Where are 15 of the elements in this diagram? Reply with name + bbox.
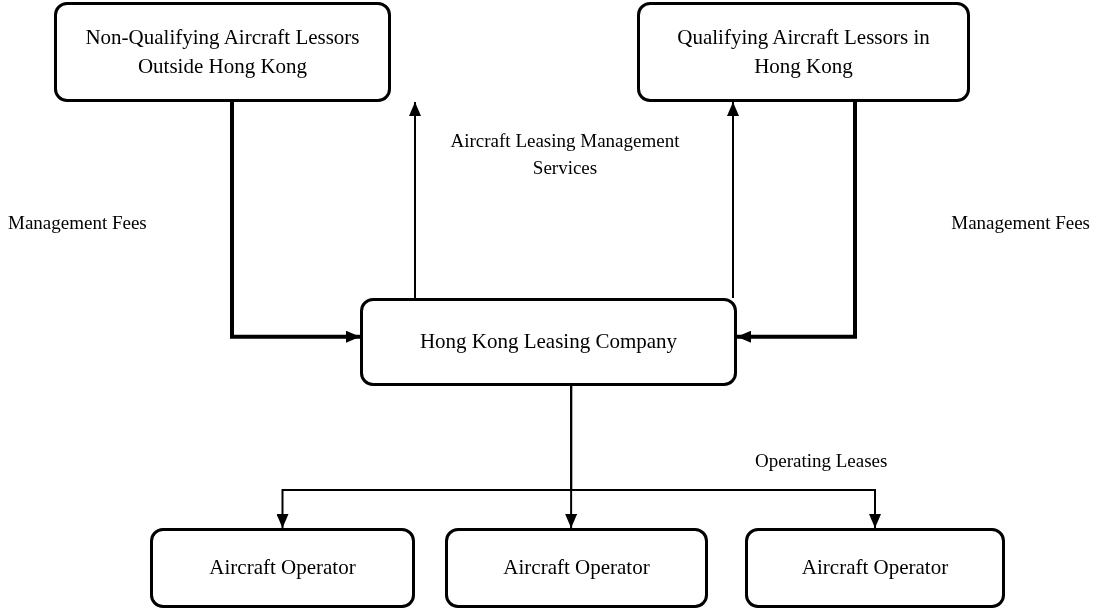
arrow [727,101,739,299]
flow-label: Management Fees [950,211,1090,235]
entity-box: Aircraft Operator [745,528,1005,608]
arrow [409,101,421,299]
entity-box: Non-Qualifying Aircraft Lessors Outside Hong Kong [54,2,391,102]
entity-box: Qualifying Aircraft Lessors in Hong Kong [637,2,970,102]
entity-box: Aircraft Operator [150,528,415,608]
flow-label: Operating Leases [755,449,889,473]
arrow [230,102,360,343]
arrow [737,102,857,343]
entity-box: Hong Kong Leasing Company [360,298,737,386]
entity-box: Aircraft Operator [445,528,708,608]
arrow [570,385,881,529]
flow-label: Management Fees [8,211,148,235]
flow-label: Aircraft Leasing Management Services [449,129,681,180]
